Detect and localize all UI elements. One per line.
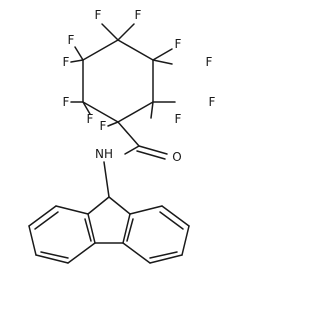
fl-right-bond-4 — [149, 254, 183, 264]
bond-carbonyl-n — [124, 145, 140, 155]
fl-bond-c9-c9a — [87, 196, 110, 215]
fl-left-bond-3 — [28, 225, 37, 256]
atom-label-o: O — [172, 150, 181, 164]
carbonyl-double-bond-a — [138, 145, 168, 155]
fl-left-bond-2 — [28, 205, 57, 227]
atom-label-f: F — [175, 37, 182, 51]
fl-right-inner-2 — [149, 251, 178, 259]
fluorene-group — [28, 196, 190, 264]
cf-bond-c5-b — [70, 59, 84, 63]
fl-right-inner-1 — [159, 211, 184, 230]
atom-label-f: F — [95, 8, 102, 22]
fl-left-inner-1 — [34, 211, 59, 230]
fl-bond-c8a-c4b — [122, 213, 131, 244]
fl-left-inner-2 — [40, 251, 69, 259]
atom-label-f: F — [175, 112, 182, 126]
atom-label-f: F — [68, 33, 75, 47]
fl-right-bond-3 — [181, 225, 190, 256]
ring-bond-c3-c4 — [117, 39, 154, 61]
cf-bond-c3-b — [152, 59, 173, 65]
cf-bond-c1 — [107, 121, 119, 127]
structure-canvas: F F F F F F F F F F F NH O — [28, 8, 216, 264]
atom-label-f: F — [63, 55, 70, 69]
carbonyl-double-bond-b — [136, 150, 166, 160]
fl-right-bond-2 — [161, 205, 190, 227]
fl-left-bond-5 — [67, 242, 96, 264]
amide-group — [103, 121, 168, 198]
atom-label-f: F — [87, 112, 94, 126]
fl-bond-c9a-c4a — [87, 213, 96, 244]
atom-label-f: F — [100, 119, 107, 133]
fl-right-bond-5 — [122, 242, 151, 264]
cf-bond-c2-b — [150, 101, 154, 119]
cf-bond-c4-a — [101, 23, 119, 41]
fl-bond-c9-c8a — [108, 196, 131, 215]
ring-bond-c4-c5 — [82, 39, 119, 61]
cf-bond-c5-a — [74, 46, 84, 61]
bond-c1-carbonyl — [117, 121, 140, 147]
atom-label-f: F — [135, 8, 142, 22]
fl-left-bond-4 — [35, 254, 69, 264]
carbon-fluorine-bonds — [70, 23, 176, 127]
atom-label-nh: NH — [95, 147, 113, 161]
chemical-structure: F F F F F F F F F F F NH O — [28, 8, 216, 264]
cyclohexane-ring — [82, 39, 154, 123]
ring-bond-c6-c1 — [82, 101, 119, 123]
fl-right-bond-1 — [129, 205, 163, 215]
cf-bond-c4-b — [117, 23, 135, 41]
fl-left-bond-1 — [55, 205, 89, 215]
atom-label-f: F — [63, 95, 70, 109]
bond-n-c9 — [103, 161, 110, 198]
cf-bond-c3-a — [152, 48, 173, 61]
fl-left-inner-3 — [84, 218, 92, 242]
cf-bond-c6-b — [82, 101, 91, 115]
ring-bond-c1-c2 — [117, 101, 154, 123]
atom-label-f: F — [209, 95, 216, 109]
fl-right-inner-3 — [126, 218, 134, 242]
atom-labels: F F F F F F F F F F F NH O — [63, 8, 216, 164]
atom-label-f: F — [206, 55, 213, 69]
